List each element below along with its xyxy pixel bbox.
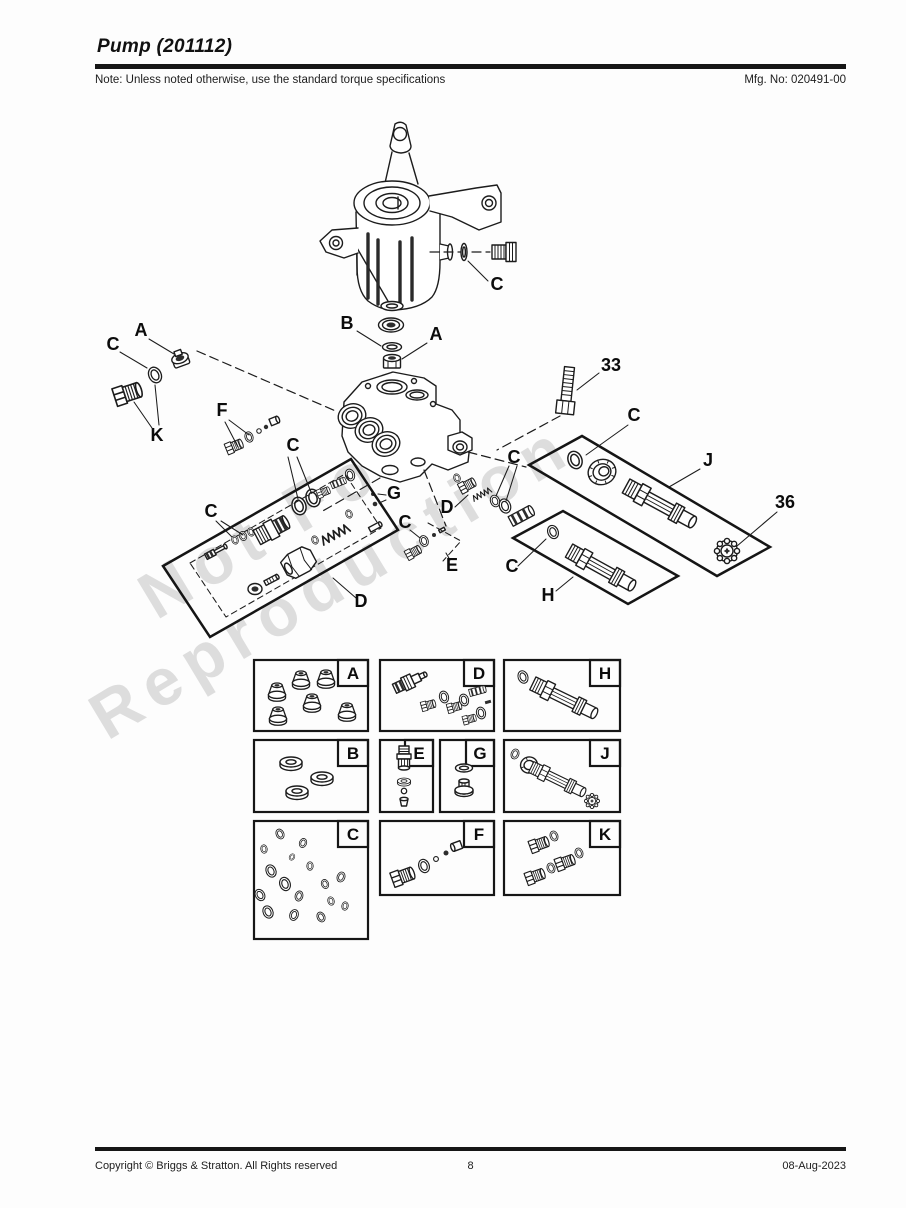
kit-box-h: H [502, 658, 622, 733]
kit-box-f-label: F [474, 825, 484, 844]
kit-box-d: D [378, 658, 496, 733]
callout-c-j: C [628, 405, 641, 425]
copyright-text: Copyright © Briggs & Stratton. All Right… [95, 1160, 338, 1172]
injection-group-e [403, 522, 462, 562]
kit-box-b: B [252, 738, 370, 814]
callout-e: E [446, 555, 458, 575]
kit-box-d-label: D [473, 664, 485, 683]
header-rule [95, 64, 846, 69]
drain-bolt-group [429, 241, 517, 263]
kit-box-j: J [502, 738, 622, 814]
kit-box-g: G [438, 738, 496, 814]
kit-box-c: C [252, 819, 370, 941]
callout-c-left: C [107, 334, 120, 354]
pump-manifold [337, 371, 473, 483]
callout-c-h: C [506, 556, 519, 576]
bolt-33 [554, 365, 576, 416]
assembly-axis-lines [196, 350, 561, 527]
inlet-tube-kit-h [510, 509, 681, 606]
kit-box-k-label: K [599, 825, 612, 844]
callout-c-e: C [399, 512, 412, 532]
kit-box-e-label: E [413, 744, 424, 763]
callout-36: 36 [775, 492, 795, 512]
leader-lines [119, 260, 778, 599]
kit-grid: A D [252, 658, 622, 941]
callout-f: F [217, 400, 228, 420]
kit-box-e: E [378, 738, 435, 814]
kit-box-f: F [378, 819, 496, 897]
page-footer: Copyright © Briggs & Stratton. All Right… [95, 1147, 846, 1172]
callout-c-dkit: C [205, 501, 218, 521]
kit-box-c-label: C [347, 825, 359, 844]
page-title: Pump (201112) [97, 36, 233, 57]
callout-c-right: C [508, 447, 521, 467]
pump-housing [319, 121, 502, 311]
kit-box-a: A [252, 658, 370, 733]
callout-b: B [341, 313, 354, 333]
revision-date: 08-Aug-2023 [782, 1160, 846, 1172]
kit-box-k: K [502, 819, 622, 897]
callout-d-left: D [355, 591, 368, 611]
callout-h: H [542, 585, 555, 605]
callout-c-drain: C [491, 274, 504, 294]
callout-k: K [151, 425, 164, 445]
torque-note: Note: Unless noted otherwise, use the st… [95, 74, 446, 86]
left-plug-group [111, 348, 191, 408]
outlet-tube-kit-j [526, 434, 773, 578]
seal-stack [377, 300, 405, 381]
callout-33: 33 [601, 355, 621, 375]
footer-rule [95, 1147, 846, 1151]
callout-g: G [387, 483, 401, 503]
page-header: Pump (201112) Note: Unless noted otherwi… [95, 36, 846, 86]
callout-j: J [703, 450, 713, 470]
kit-box-a-label: A [347, 664, 359, 683]
unloader-kit-d [161, 457, 400, 639]
fitting-group-f [223, 415, 281, 456]
kit-box-g-label: G [473, 744, 486, 763]
kit-box-b-label: B [347, 744, 359, 763]
callout-labels: C A C K B A 33 C J 36 F C C G D C C E C … [107, 274, 796, 611]
kit-box-h-label: H [599, 664, 611, 683]
callout-a-left: A [135, 320, 148, 340]
page-number: 8 [467, 1160, 474, 1172]
callout-c-center: C [287, 435, 300, 455]
callout-a-stack: A [430, 324, 443, 344]
callout-d-right: D [441, 497, 454, 517]
mfg-number: Mfg. No: 020491-00 [744, 74, 846, 86]
kit-box-j-label: J [600, 744, 609, 763]
